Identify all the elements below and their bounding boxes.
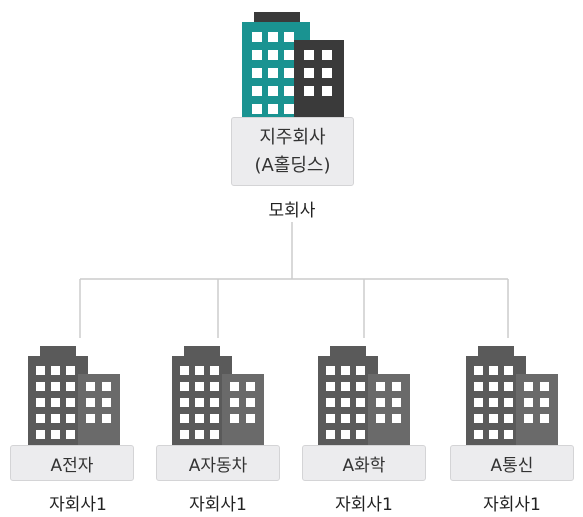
child-name-3: A화학 [342,455,386,476]
child-caption-2: 자회사1 [189,495,247,515]
child-building-icon-3 [318,346,410,446]
child-name-4: A통신 [490,455,534,476]
child-building-icon-2 [172,346,264,446]
parent-title-line2: (A홀딩스) [254,154,331,176]
child-name-2: A자동차 [188,455,248,476]
child-caption-1: 자회사1 [49,495,107,515]
parent-company-box: 지주회사 (A홀딩스) [231,117,354,186]
child-company-box-2: A자동차 [156,445,280,481]
parent-building-icon [242,12,344,120]
child-caption-3: 자회사1 [335,495,393,515]
child-building-icon-4 [466,346,558,446]
child-caption-4: 자회사1 [483,495,541,515]
child-company-box-4: A통신 [450,445,574,481]
parent-title-line1: 지주회사 [259,126,326,148]
child-building-icon-1 [28,346,120,446]
child-company-box-3: A화학 [302,445,426,481]
child-company-box-1: A전자 [10,445,134,481]
child-name-1: A전자 [50,455,94,476]
parent-caption: 모회사 [268,201,316,221]
